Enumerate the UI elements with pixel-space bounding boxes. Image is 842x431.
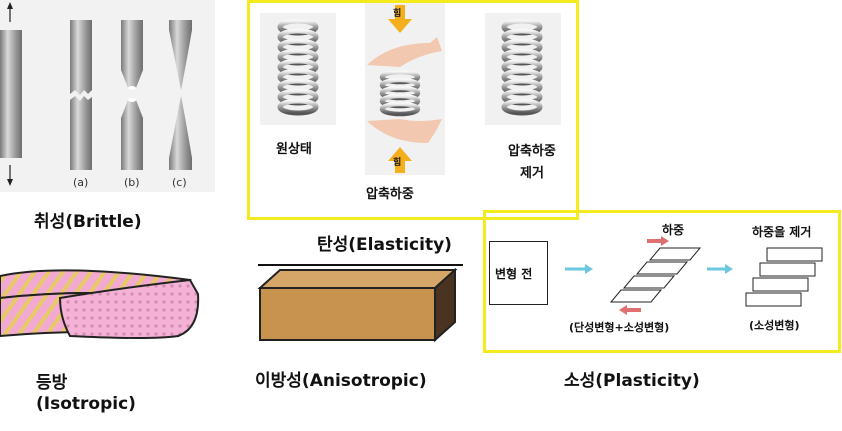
bar-b-top bbox=[121, 20, 143, 88]
label-b: (b) bbox=[124, 176, 140, 189]
elasticity-highlight-box bbox=[247, 0, 579, 220]
wood-front-face bbox=[259, 287, 436, 341]
before-deformation-box bbox=[489, 241, 548, 305]
brittle-title: 취성(Brittle) bbox=[34, 212, 142, 232]
red-arrow-right-icon bbox=[647, 236, 669, 246]
load-label: 하중 bbox=[662, 223, 685, 237]
hand-bottom-icon bbox=[367, 119, 442, 143]
blue-arrow-icon bbox=[565, 264, 593, 274]
plasticity-highlight-box bbox=[483, 210, 841, 353]
elasticity-title: 탄성(Elasticity) bbox=[317, 235, 452, 255]
wood-side-face bbox=[434, 268, 456, 343]
spring-original-icon bbox=[277, 18, 319, 116]
hand-top-icon bbox=[367, 37, 442, 67]
bar-c-bottom bbox=[169, 96, 192, 170]
bar-c-top bbox=[169, 20, 192, 90]
isotropic-end-face bbox=[58, 278, 200, 339]
anisotropic-block-illustration bbox=[257, 268, 458, 343]
intact-bar bbox=[0, 30, 22, 158]
remove-load-label-line2: 제거 bbox=[520, 166, 544, 181]
sheared-layers bbox=[609, 247, 702, 303]
isotropic-block-illustration bbox=[0, 269, 200, 339]
bar-a-top bbox=[70, 20, 92, 95]
force-label-top: 힘 bbox=[393, 9, 402, 19]
anisotropic-title: 이방성(Anisotropic) bbox=[255, 371, 427, 391]
elasticity-illustration bbox=[260, 3, 561, 175]
label-c: (c) bbox=[172, 176, 187, 189]
isotropic-title-line2: (Isotropic) bbox=[36, 394, 136, 414]
anisotropic-divider bbox=[258, 264, 463, 266]
label-a: (a) bbox=[73, 176, 89, 189]
deformed-layers bbox=[745, 247, 823, 307]
plasticity-illustration bbox=[565, 236, 823, 315]
blue-arrow-icon-2 bbox=[707, 264, 733, 274]
force-down-arrow-icon bbox=[388, 5, 412, 33]
brittle-fracture-illustration bbox=[0, 2, 192, 186]
isotropic-title-line1: 등방 bbox=[36, 373, 68, 393]
spring-compressed-icon bbox=[379, 69, 421, 117]
elastic-plastic-deformation-label: (단성변형+소성변형) bbox=[569, 321, 670, 334]
original-state-label: 원상태 bbox=[276, 142, 312, 157]
force-label-bottom: 힘 bbox=[393, 158, 402, 168]
bar-b-bottom bbox=[121, 100, 143, 170]
spring-released-icon bbox=[501, 18, 543, 116]
plasticity-title: 소성(Plasticity) bbox=[564, 371, 700, 391]
compression-label: 압축하중 bbox=[366, 187, 414, 202]
plastic-deformation-label: (소성변형) bbox=[749, 319, 800, 332]
force-up-arrow-icon bbox=[388, 147, 412, 173]
remove-load-label: 하중을 제거 bbox=[752, 225, 812, 239]
before-deformation-label: 변형 전 bbox=[495, 267, 533, 281]
remove-load-label-line1: 압축하중 bbox=[508, 144, 556, 159]
wood-top-face bbox=[257, 269, 458, 289]
bar-a-bottom bbox=[70, 96, 92, 170]
brittle-figure: (a) (b) (c) bbox=[0, 0, 215, 192]
red-arrow-left-icon bbox=[619, 305, 641, 315]
